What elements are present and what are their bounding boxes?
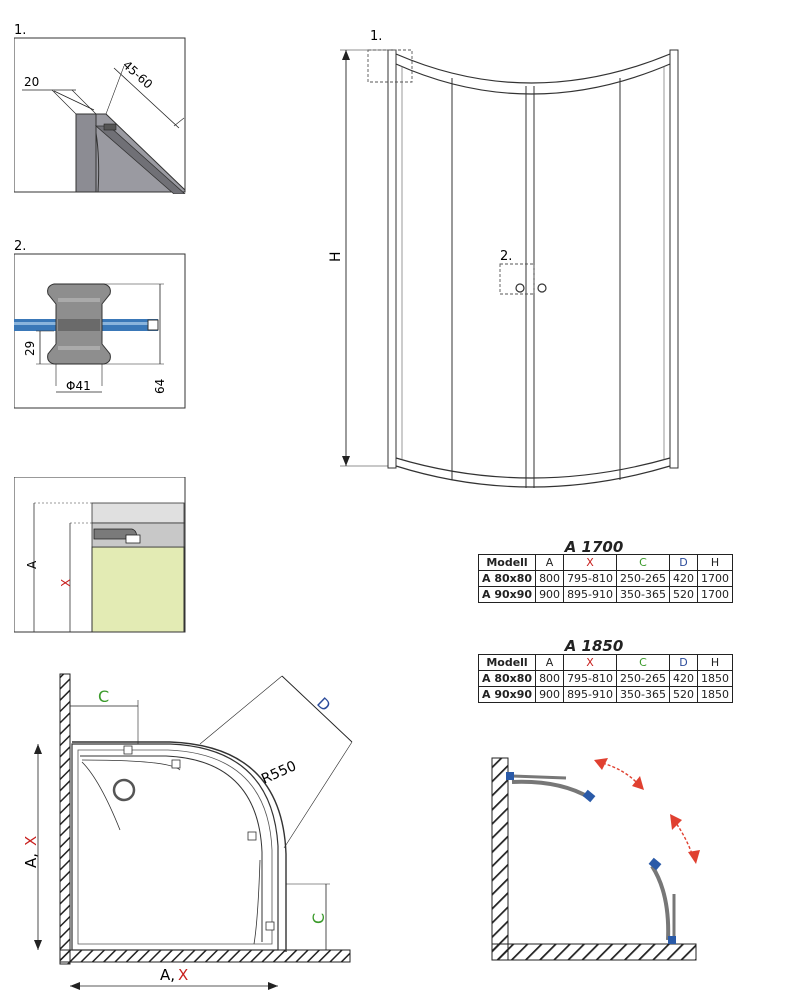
plan-label-ax-bottom-x: X — [178, 966, 188, 984]
tray-section — [91, 546, 185, 633]
detail-1-number: 1. — [14, 23, 26, 38]
arrow-icon — [688, 850, 700, 864]
detail-1-dim-b: 45-60 — [120, 58, 155, 92]
door-opening-diagram — [486, 744, 706, 966]
header-modell: Modell — [477, 554, 537, 571]
table-row: A 80x80 800 795-810 250-265 420 1700 — [477, 570, 733, 587]
table-row: A 90x90 900 895-910 350-365 520 1850 — [477, 686, 733, 703]
hinge-icon — [648, 857, 662, 871]
table-cell: 795-810 — [563, 670, 618, 687]
shower-elevation-drawing: H 1. 2. — [328, 29, 679, 488]
table-cell: 1700 — [697, 586, 733, 603]
callout-2: 2. — [500, 249, 512, 264]
detail-3-label-a: A — [25, 560, 39, 569]
header-x: X — [563, 554, 618, 571]
detail-1-dim-a: 20 — [24, 75, 39, 89]
arrow-icon — [632, 776, 644, 790]
table-cell: A 90x90 — [477, 686, 537, 703]
plan-label-ax-bottom-a: A, — [160, 966, 175, 984]
table-cell: 900 — [535, 586, 565, 603]
table-1850-title: A 1850 — [564, 637, 624, 655]
header-x: X — [563, 654, 618, 671]
header-a: A — [535, 654, 565, 671]
detail-2-panel: 2. 29 Φ41 64 — [13, 236, 186, 412]
plan-label-ax-left-x: X — [22, 836, 40, 846]
table-cell: 250-265 — [616, 670, 670, 687]
table-header-row: Modell A X C D H — [477, 654, 733, 671]
header-h: H — [697, 654, 733, 671]
door-opening-drawing — [491, 757, 700, 961]
bottom-wall — [59, 949, 351, 963]
plan-label-d: D — [313, 694, 334, 715]
table-cell: A 80x80 — [477, 570, 537, 587]
bottom-wall — [491, 943, 697, 961]
detail-2-drawing: 2. 29 Φ41 64 — [13, 239, 186, 409]
table-cell: 1850 — [697, 670, 733, 687]
drain-icon — [112, 778, 136, 802]
table-row: A 80x80 800 795-810 250-265 420 1850 — [477, 670, 733, 687]
detail-1-panel: 1. 20 45-60 — [13, 18, 187, 195]
left-wall — [491, 757, 509, 961]
header-h: H — [697, 554, 733, 571]
arrow-icon — [594, 758, 608, 770]
table-cell: 895-910 — [563, 686, 618, 703]
table-cell: 350-365 — [616, 686, 670, 703]
header-a: A — [535, 554, 565, 571]
arrow-icon — [670, 814, 682, 830]
detail-2-dim-height: 29 — [23, 341, 37, 356]
table-cell: 520 — [669, 686, 698, 703]
shower-elevation: H 1. 2. — [320, 20, 700, 500]
plan-label-c-top: C — [98, 687, 109, 706]
detail-2-dim-diameter: Φ41 — [66, 379, 91, 393]
table-1700: Modell A X C D H A 80x80 800 795-810 250… — [477, 554, 733, 603]
hinge-icon — [668, 936, 676, 944]
table-cell: 800 — [535, 670, 565, 687]
table-cell: 350-365 — [616, 586, 670, 603]
detail-3-drawing: A X — [13, 476, 186, 633]
table-header-row: Modell A X C D H — [477, 554, 733, 571]
plan-view-drawing: C D R550 A, X A, X C — [22, 673, 353, 990]
hinge-icon — [582, 789, 596, 803]
height-label: H — [328, 251, 344, 262]
table-cell: 1850 — [697, 686, 733, 703]
header-c: C — [616, 554, 670, 571]
table-1700-title: A 1700 — [564, 538, 624, 556]
table-cell: A 90x90 — [477, 586, 537, 603]
table-cell: 1700 — [697, 570, 733, 587]
table-row: A 90x90 900 895-910 350-365 520 1700 — [477, 586, 733, 603]
plan-label-radius: R550 — [259, 758, 299, 787]
table-cell: 520 — [669, 586, 698, 603]
plan-view: C D R550 A, X A, X C — [20, 660, 370, 994]
table-cell: A 80x80 — [477, 670, 537, 687]
table-cell: 800 — [535, 570, 565, 587]
header-d: D — [669, 654, 698, 671]
detail-2-number: 2. — [14, 239, 26, 254]
table-cell: 900 — [535, 686, 565, 703]
detail-2-dim-total: 64 — [153, 379, 167, 394]
table-cell: 420 — [669, 670, 698, 687]
left-wall — [59, 673, 71, 965]
plan-label-ax-left-a: A, — [22, 853, 40, 868]
plan-label-c-right: C — [309, 913, 328, 924]
table-cell: 250-265 — [616, 570, 670, 587]
detail-3-label-x: X — [59, 579, 73, 587]
header-c: C — [616, 654, 670, 671]
detail-3-panel: A X — [13, 476, 186, 633]
detail-1-drawing: 1. 20 45-60 — [13, 23, 187, 195]
table-cell: 795-810 — [563, 570, 618, 587]
header-modell: Modell — [477, 654, 537, 671]
callout-1: 1. — [370, 29, 382, 44]
hinge-icon — [506, 772, 514, 780]
table-cell: 895-910 — [563, 586, 618, 603]
table-1850: Modell A X C D H A 80x80 800 795-810 250… — [477, 654, 733, 703]
header-d: D — [669, 554, 698, 571]
table-cell: 420 — [669, 570, 698, 587]
